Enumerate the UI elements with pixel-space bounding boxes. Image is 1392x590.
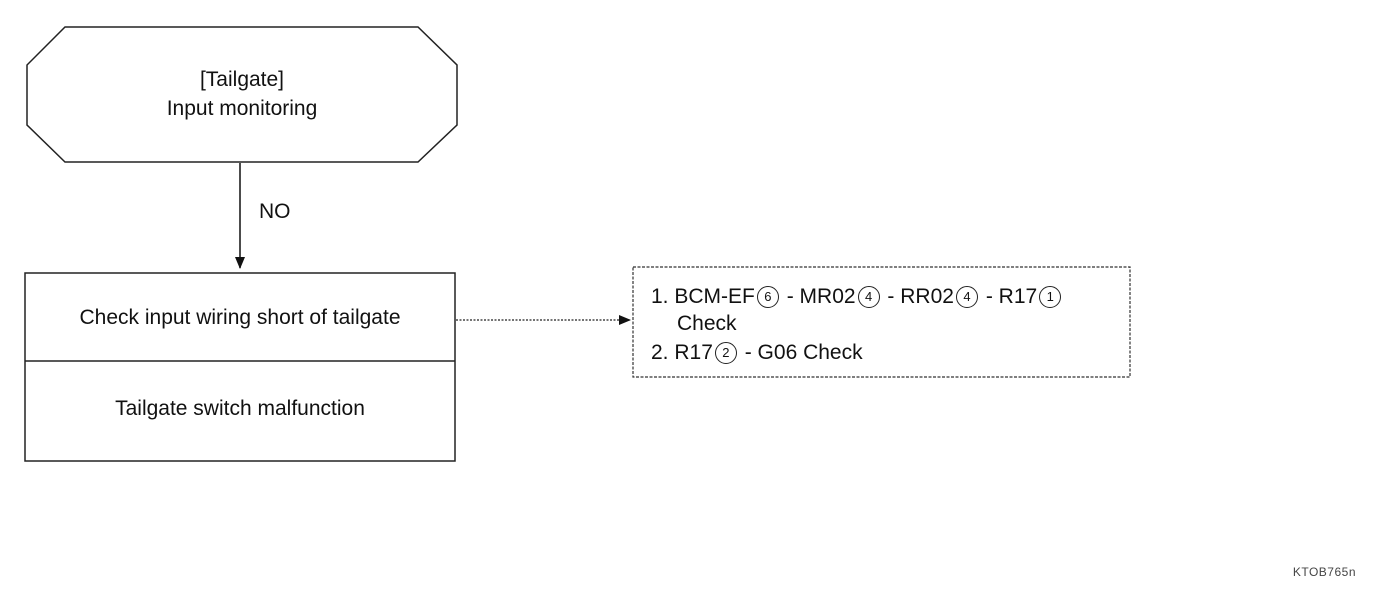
pin-badge: 4 xyxy=(955,286,978,308)
detail-item-1-suffix: Check xyxy=(677,312,737,335)
connector-r17: R17 xyxy=(674,341,713,364)
connector-r17: R17 xyxy=(998,285,1038,308)
start-node-octagon xyxy=(26,26,458,163)
separator: - xyxy=(887,285,895,308)
detail-box-outline xyxy=(632,266,1131,378)
figure-code: KTOB765n xyxy=(1292,565,1356,579)
item-2-tail: - G06 Check xyxy=(744,341,863,364)
separator: - xyxy=(786,285,794,308)
edge-label-no: NO xyxy=(259,200,291,223)
connector-mr02: MR02 xyxy=(799,285,856,308)
item-1-number: 1. xyxy=(651,285,669,308)
connector-bcm-ef: BCM-EF xyxy=(674,285,755,308)
check-wiring-label: Check input wiring short of tailgate xyxy=(79,306,401,329)
separator: - xyxy=(985,285,993,308)
pin-badge: 2 xyxy=(714,342,737,364)
pin-badge: 4 xyxy=(857,286,880,308)
item-2-number: 2. xyxy=(651,341,669,364)
start-node-subtitle: Input monitoring xyxy=(166,97,318,120)
pin-badge: 1 xyxy=(1039,286,1062,308)
switch-malfunction-label: Tailgate switch malfunction xyxy=(115,397,365,420)
pin-badge: 6 xyxy=(756,286,779,308)
connector-rr02: RR02 xyxy=(900,285,954,308)
start-node-title: [Tailgate] xyxy=(199,68,285,91)
check-box-outline xyxy=(24,272,456,462)
